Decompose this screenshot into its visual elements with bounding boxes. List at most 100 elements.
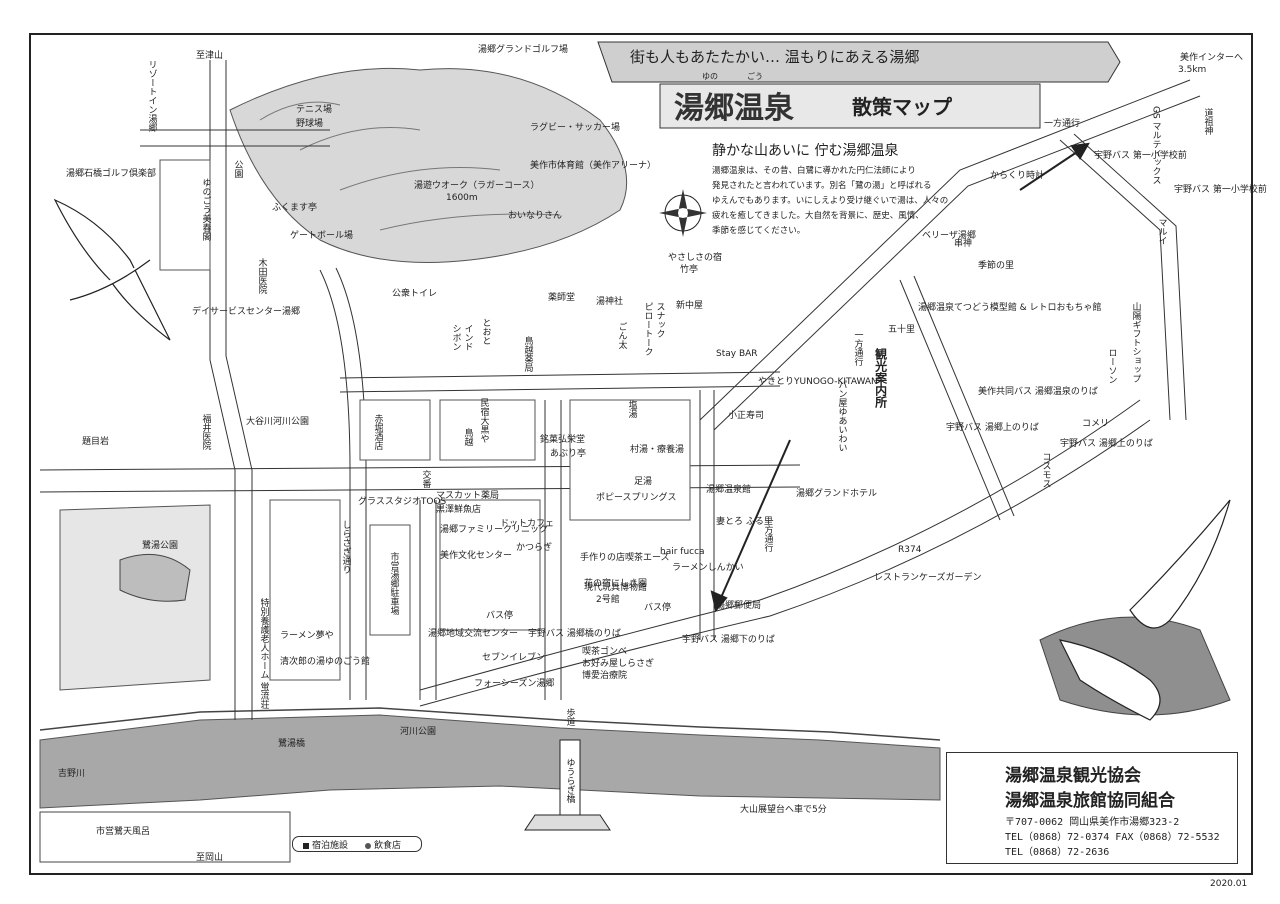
label-walk-length: 1600m: [446, 193, 478, 203]
label-minshuku: 民宿大黒や: [478, 398, 489, 443]
legend-dining: 飲食店: [365, 838, 401, 851]
association-address: 〒707-0062 岡山県美作市湯郷323-2: [1005, 817, 1180, 828]
label-mimasaka-culture: 美作文化センター: [440, 551, 513, 561]
title-ruby-go: ごう: [747, 72, 763, 81]
label-tennis: テニス場: [296, 105, 333, 115]
association-tel-fax: TEL（0868）72-0374 FAX（0868）72-5532: [1005, 832, 1220, 843]
label-jihin: 妻とろ ふる里: [716, 517, 773, 527]
label-aburi: あぶり亭: [550, 449, 587, 459]
label-gym: 美作市体育館（美作アリーナ）: [530, 161, 657, 171]
title-suffix: 散策マップ: [852, 95, 952, 119]
label-oinari: おいなりさん: [508, 211, 563, 221]
label-torigoe: 鳥越: [462, 428, 473, 446]
intro-line: ゆえんでもあります。いにしえより受け継ぐいで湯は、人々の: [712, 196, 949, 206]
title-plaque-bg: [659, 83, 1041, 129]
label-yunogo-family: 湯郷ファミリークリニック: [440, 525, 549, 535]
label-day-service: デイサービスセンター湯郷: [192, 307, 301, 317]
label-tokuyo: 特別養護老人ホーム 蛍流荘: [258, 598, 269, 709]
label-interchange: 美作インターへ: [1180, 53, 1244, 63]
label-rugby: ラグビー・サッカー場: [530, 123, 621, 133]
label-oyagawa-park: 大谷川河川公園: [246, 417, 310, 427]
label-gateball: ゲートボール場: [290, 231, 354, 241]
label-uno-bus-3: 宇野バス 湯郷橋のりば: [528, 629, 621, 639]
association-name-2: 湯郷温泉旅館協同組合: [1005, 791, 1175, 811]
egret-icon: [1058, 499, 1231, 721]
label-tooto: とおと: [480, 318, 491, 345]
label-yunogo-region: 湯郷地域交流センター: [428, 629, 519, 639]
label-takeya: 竹亭: [680, 265, 699, 275]
title-plaque: ゆの ごう 湯郷温泉 散策マップ: [662, 72, 1042, 126]
label-kusanagi: 串神: [954, 239, 973, 249]
compass-icon: [659, 189, 707, 237]
label-muramatsu: 村湯・療養湯: [630, 445, 685, 455]
label-snack: スナック: [654, 302, 665, 338]
label-sevene: セブンイレブン: [482, 653, 546, 663]
label-okonomi: お好み屋しらさぎ: [582, 659, 655, 669]
label-yakitori: やきとりYUNOGO-KITAWAN: [758, 377, 878, 387]
label-shirasagi-st: しらさぎ通り: [340, 520, 351, 574]
label-hodo: 歩道: [564, 708, 575, 726]
label-toilet-1: 公衆トイレ: [392, 289, 438, 299]
label-kyodo-bus: 美作共同バス 湯郷温泉のりば: [978, 387, 1098, 397]
label-gouka2: 2号館: [596, 595, 620, 605]
label-komeri: コメリ: [1082, 419, 1110, 429]
label-kotsu: 交番: [420, 470, 431, 488]
legend-lodging: 宿泊施設: [303, 838, 348, 851]
label-shiogama: 塩湯: [626, 400, 637, 418]
label-uno-bus-5: 宇野バス 第一小学校前: [1094, 151, 1187, 161]
label-inter-dist: 3.5km: [1178, 65, 1207, 75]
label-walk: 湯遊ウオーク（ラガーコース）: [414, 181, 540, 191]
label-yuragi: ゆうらぎ橋: [564, 758, 575, 803]
label-uno-bus-4: 宇野バス 湯郷下のりば: [682, 635, 775, 645]
intro-line: 発見されたと言われています。別名「鷺の湯」と呼ばれる: [712, 181, 932, 191]
label-shibon: シボン: [450, 324, 461, 351]
intro-line: 季節を感じてください。: [712, 226, 806, 236]
label-daisen: 大山展望台へ車で5分: [740, 805, 827, 815]
label-yunogo-art: ゆのごう美春閣: [200, 178, 211, 241]
label-poppy: ポピースプリングス: [596, 493, 677, 503]
label-yoshino: 吉野川: [58, 769, 86, 779]
label-yasashisa: やさしさの宿: [668, 253, 723, 263]
intro-heading: 静かな山あいに 佇む湯郷温泉: [712, 143, 899, 159]
label-bus-stop-1: バス停: [486, 611, 514, 621]
label-four-seasons: フォーシーズン湯郷: [474, 679, 555, 689]
title-name: 湯郷温泉: [674, 91, 794, 126]
label-one-way-2: 一方通行: [852, 330, 863, 366]
river-bank: [39, 707, 941, 741]
label-kuroyu: 黒澤鮮魚店: [436, 505, 482, 515]
label-toriyaki: 鳥越薬局: [522, 336, 533, 372]
label-restaurant: レストランケーズガーデン: [874, 573, 982, 583]
label-yushin: 湯神社: [596, 297, 624, 307]
label-marui: マルイ: [1156, 218, 1167, 245]
label-yakushido: 薬師堂: [548, 293, 576, 303]
label-stkomon: 小正寿司: [728, 411, 765, 421]
blocks: [159, 159, 691, 681]
label-dotto: ドットカフェ: [500, 519, 555, 529]
label-indo: インド: [462, 324, 473, 351]
label-fukumasu: ふくます亭: [272, 203, 318, 213]
label-gs: GS マルティックス: [1150, 106, 1161, 185]
label-stay-bar: Stay BAR: [716, 349, 758, 359]
label-yunogo-post: 湯郷郵便局: [716, 601, 762, 611]
label-uno-bus-1: 宇野バス 湯郷上のりば: [946, 423, 1039, 433]
label-karakuri: からくり時計: [990, 171, 1045, 181]
label-meika: 銘菓弘栄堂: [540, 435, 586, 445]
label-yunogo-hotel: 湯郷温泉館: [706, 485, 752, 495]
legend-dining-label: 飲食店: [374, 841, 402, 851]
association-panel: 湯郷温泉観光協会 湯郷温泉旅館協同組合 〒707-0062 岡山県美作市湯郷32…: [946, 752, 1238, 864]
roads: [39, 60, 1201, 720]
label-fukui: 福井医院: [200, 414, 211, 450]
label-golf-club: 湯郷グランドゴルフ場: [478, 45, 569, 55]
label-kissa: 喫茶ゴンベ: [582, 647, 628, 657]
label-parking: 市営湯郷駐車場: [388, 552, 399, 615]
label-kankou[interactable]: 観光案内所: [873, 348, 888, 408]
dining-dot-icon: [365, 842, 371, 849]
title-banner-bg: [597, 41, 1121, 83]
label-daishi: 題目岩: [82, 437, 110, 447]
label-seijiro: 清次郎の湯ゆのごう館: [280, 657, 371, 667]
title-tagline: 街も人もあたたかい… 温もりにあえる湯郷: [630, 48, 920, 66]
hill-ridges: [259, 101, 561, 231]
association-tel-2: TEL（0868）72-2636: [1005, 847, 1110, 858]
label-cosmos: コスモス: [1040, 452, 1051, 488]
